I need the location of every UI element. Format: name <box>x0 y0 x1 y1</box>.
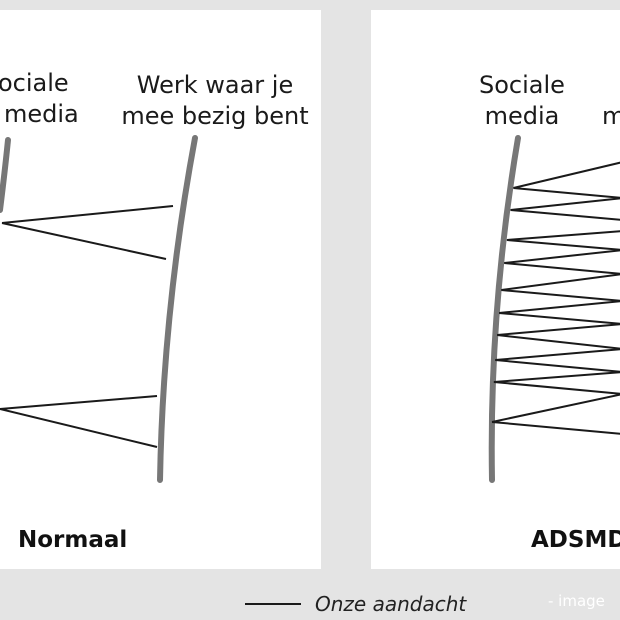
social-media-label: Sociale media <box>479 70 565 132</box>
work-label-line1: Werk waar je <box>136 71 294 99</box>
attention-lines <box>0 205 174 448</box>
attention-line <box>506 239 620 251</box>
legend-label: Onze aandacht <box>315 592 467 616</box>
attention-line <box>0 408 158 448</box>
attention-line <box>1 222 167 260</box>
attention-line <box>504 249 620 264</box>
caption-normaal: Normaal <box>18 527 128 553</box>
attention-line <box>504 262 620 275</box>
social-media-axis <box>0 137 11 213</box>
normal-attention-diagram <box>0 135 198 483</box>
work-label-partial: m <box>602 102 620 130</box>
attention-lines <box>491 161 620 435</box>
attention-line <box>510 197 620 211</box>
attention-line <box>495 348 620 361</box>
legend-line-swatch <box>245 603 301 605</box>
panel-normaal: ociale media Werk waar je mee bezig bent… <box>0 10 321 569</box>
social-media-axis <box>488 135 521 483</box>
attention-line <box>1 205 174 224</box>
social-media-label-line1: ociale <box>0 69 69 97</box>
attention-line <box>493 371 620 383</box>
social-media-label-line2: media <box>4 100 79 128</box>
attention-line <box>491 421 620 435</box>
social-media-label-line1: Sociale <box>479 71 565 99</box>
attention-line <box>497 323 620 336</box>
legend: Onze aandacht <box>245 590 466 618</box>
attention-line <box>493 381 620 395</box>
attention-line <box>499 300 620 314</box>
panel-adsmd: Sociale media m ADSMD <box>371 10 620 569</box>
attention-line <box>499 312 620 325</box>
attention-line <box>501 289 620 302</box>
work-label: Werk waar je mee bezig bent <box>120 70 310 132</box>
social-media-label: ociale media <box>0 68 79 130</box>
attention-line <box>495 359 620 373</box>
attention-line <box>506 230 620 241</box>
watermark: - image <box>548 592 605 610</box>
attention-line <box>510 209 620 221</box>
attention-line <box>513 187 620 199</box>
attention-line <box>0 395 158 410</box>
attention-line <box>513 161 620 189</box>
work-label-line2: mee bezig bent <box>121 102 309 130</box>
attention-line <box>491 393 620 423</box>
adsmd-attention-diagram <box>488 135 620 483</box>
caption-adsmd: ADSMD <box>531 527 620 553</box>
social-media-label-line2: media <box>484 102 560 130</box>
attention-line <box>501 273 620 291</box>
work-axis <box>157 135 198 483</box>
attention-line <box>497 334 620 350</box>
